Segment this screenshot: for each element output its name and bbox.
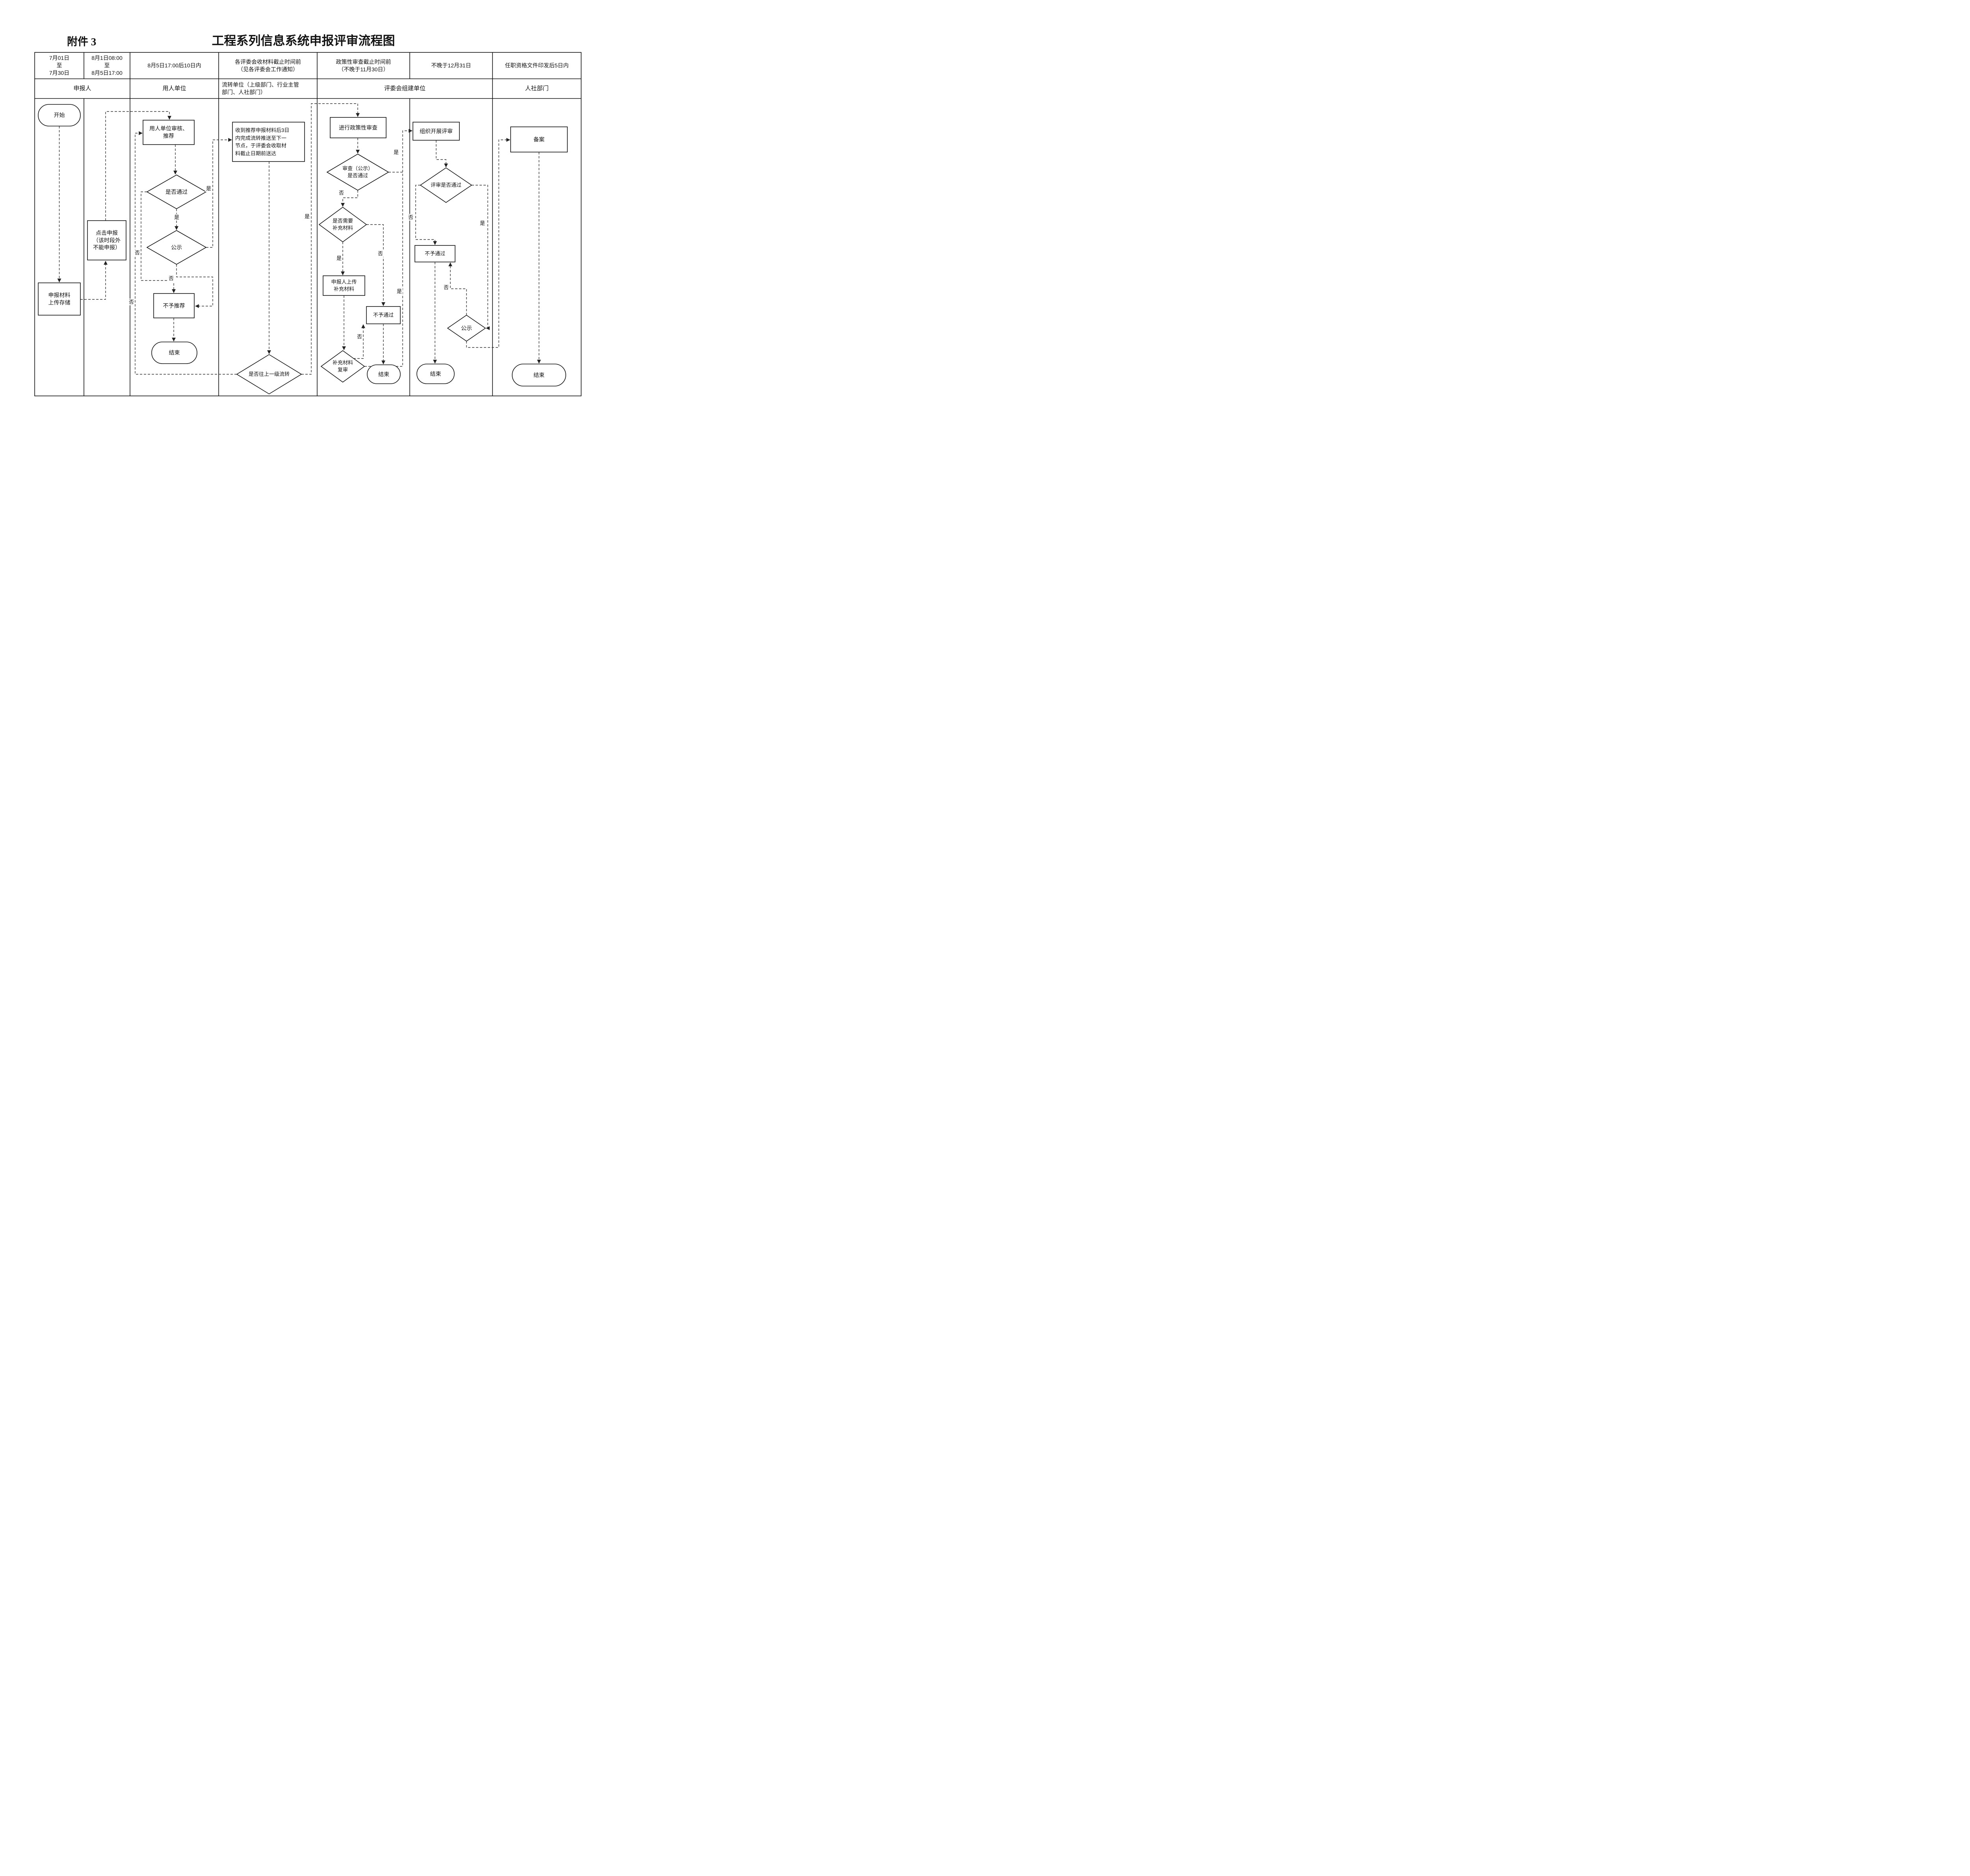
edge-publicity1-norecommend bbox=[176, 264, 213, 308]
node-publicity1-shape bbox=[146, 230, 207, 265]
node-pass1-shape bbox=[146, 175, 207, 209]
node-norecommend-label: 不予推荐 bbox=[163, 302, 185, 309]
node-transferup-shape bbox=[236, 354, 302, 394]
edge-label-publicity1-no: 否 bbox=[168, 275, 175, 282]
node-evalpass-shape bbox=[420, 167, 472, 203]
page-title: 工程系列信息系统申报评审流程图 bbox=[212, 34, 395, 48]
node-upload-shape bbox=[38, 282, 81, 316]
edge-label-evalpass-yes: 是 bbox=[479, 220, 486, 227]
node-end1-shape bbox=[151, 342, 197, 364]
lane-transfer-unit: 流转单位（上级部门、行业主管 部门、人社部门） bbox=[222, 82, 299, 95]
lane-employer: 用人单位 bbox=[162, 85, 186, 92]
node-reviewpass-shape bbox=[326, 154, 389, 191]
node-transfer-shape bbox=[232, 122, 305, 162]
edge-evalpass-notpass2 bbox=[415, 185, 437, 245]
edge-pass1-norecommend bbox=[141, 191, 176, 293]
edge-label-pass1-no: 否 bbox=[134, 249, 141, 256]
node-notpass2-shape bbox=[414, 245, 455, 262]
node-notpass2-label: 不予通过 bbox=[424, 251, 445, 257]
node-start-label: 开始 bbox=[54, 112, 65, 119]
time-col-4: 各评委会收材料截止时间前 （见各评委会工作通知） bbox=[235, 58, 301, 72]
edge-label-evalpass-no: 否 bbox=[407, 214, 414, 221]
edge-label-pass1-yes: 是 bbox=[173, 214, 180, 221]
node-start-shape bbox=[38, 104, 81, 126]
node-needsupp-label: 是否需要 补充材料 bbox=[332, 218, 353, 231]
connectors bbox=[57, 103, 541, 375]
edge-needsupp-notpass1 bbox=[366, 224, 385, 306]
edge-label-needsupp-yes: 是 bbox=[336, 255, 343, 262]
flowchart-canvas bbox=[34, 52, 582, 396]
node-end3-label: 结束 bbox=[430, 370, 441, 377]
node-employer-shape bbox=[143, 120, 195, 145]
time-col-5: 政策性审查截止时间前 （不晚于11月30日） bbox=[336, 58, 391, 72]
edge-upload-clickapply bbox=[80, 261, 108, 300]
node-notpass1-shape bbox=[366, 306, 401, 324]
node-record-shape bbox=[510, 126, 568, 152]
node-publicity2-label: 公示 bbox=[461, 325, 472, 331]
edge-label-needsupp-no: 否 bbox=[377, 250, 384, 257]
node-publicity1-label: 公示 bbox=[171, 244, 182, 251]
node-clickapply-label: 点击申报 （该时段外 不能申报） bbox=[93, 229, 121, 251]
node-record-label: 备案 bbox=[533, 136, 545, 143]
node-end4-shape bbox=[512, 364, 566, 386]
node-needsupp-shape bbox=[318, 207, 367, 242]
attachment-label: 附件 3 bbox=[67, 36, 97, 48]
edge-label-publicity2-no: 否 bbox=[443, 284, 450, 291]
time-col-7: 任职资格文件印发后5日内 bbox=[505, 62, 569, 69]
node-evalpass-label: 评审是否通过 bbox=[430, 182, 461, 188]
node-publicity2-shape bbox=[447, 315, 486, 342]
node-policy-label: 进行政策性审查 bbox=[339, 124, 377, 131]
edge-rereview-notpass1 bbox=[353, 324, 365, 359]
lane-applicant: 申报人 bbox=[73, 85, 91, 92]
node-transferup-label: 是否往上一级流转 bbox=[248, 371, 290, 377]
edge-label-reviewpass-yes: 是 bbox=[393, 149, 400, 156]
swimlane-grid bbox=[34, 52, 582, 396]
node-end4-label: 结束 bbox=[533, 371, 545, 378]
flowchart-page: 附件 3 工程系列信息系统申报评审流程图 bbox=[0, 0, 650, 459]
node-organize-label: 组织开展评审 bbox=[420, 128, 453, 134]
edge-label-publicity1-yes: 是 bbox=[205, 185, 212, 192]
node-rereview-label: 补充材料 复审 bbox=[332, 360, 353, 373]
node-uploadsupp-label: 申报人上传 补充材料 bbox=[331, 279, 357, 292]
edge-evalpass-publicity2 bbox=[472, 185, 490, 330]
node-clickapply-shape bbox=[87, 220, 126, 260]
node-end3-shape bbox=[416, 364, 455, 384]
edge-rereview-organize bbox=[364, 129, 413, 367]
node-uploadsupp-shape bbox=[323, 275, 365, 296]
edge-publicity2-record bbox=[466, 138, 510, 348]
edge-label-transferup-no: 否 bbox=[128, 299, 135, 305]
edge-label-reviewpass-no: 否 bbox=[338, 189, 345, 196]
node-pass1-label: 是否通过 bbox=[165, 188, 188, 195]
edge-transferup-policy bbox=[301, 103, 360, 375]
edge-label-transferup-yes: 是 bbox=[304, 213, 311, 220]
node-end1-label: 结束 bbox=[169, 349, 180, 356]
time-col-3: 8月5日17:00后10日内 bbox=[147, 62, 201, 69]
time-col-1: 7月01日 至 7月30日 bbox=[49, 55, 70, 76]
node-end2-shape bbox=[367, 364, 401, 384]
node-norecommend-shape bbox=[153, 293, 195, 318]
node-shapes bbox=[38, 104, 568, 394]
edge-publicity2-notpass2 bbox=[448, 262, 467, 315]
node-employer-label: 用人单位审核、 推荐 bbox=[149, 125, 188, 139]
node-policy-shape bbox=[330, 117, 387, 138]
edge-label-rereview-yes: 是 bbox=[396, 288, 403, 295]
edge-label-rereview-no: 否 bbox=[356, 333, 363, 340]
node-organize-shape bbox=[413, 122, 460, 141]
node-rereview-shape bbox=[320, 350, 365, 383]
edge-organize-evalpass bbox=[436, 140, 448, 167]
edge-reviewpass-needsupp bbox=[341, 190, 358, 207]
lane-committee-unit: 评委会组建单位 bbox=[384, 85, 426, 92]
time-col-2: 8月1日08:00 至 8月5日17:00 bbox=[91, 55, 123, 76]
lane-hr-dept: 人社部门 bbox=[525, 85, 549, 92]
time-col-6: 不晚于12月31日 bbox=[431, 62, 471, 69]
node-transfer-label: 收到推荐申报材料后3日 内完成流转推送至下一 节点，于评委会收取材 料截止日期前… bbox=[235, 127, 290, 156]
edge-publicity1-transfer bbox=[206, 138, 232, 248]
node-upload-label: 申报材料 上传存储 bbox=[48, 292, 71, 306]
node-end2-label: 结束 bbox=[378, 371, 389, 377]
node-notpass1-label: 不予通过 bbox=[373, 312, 394, 318]
node-reviewpass-label: 审查（公示） 是否通过 bbox=[342, 165, 373, 178]
